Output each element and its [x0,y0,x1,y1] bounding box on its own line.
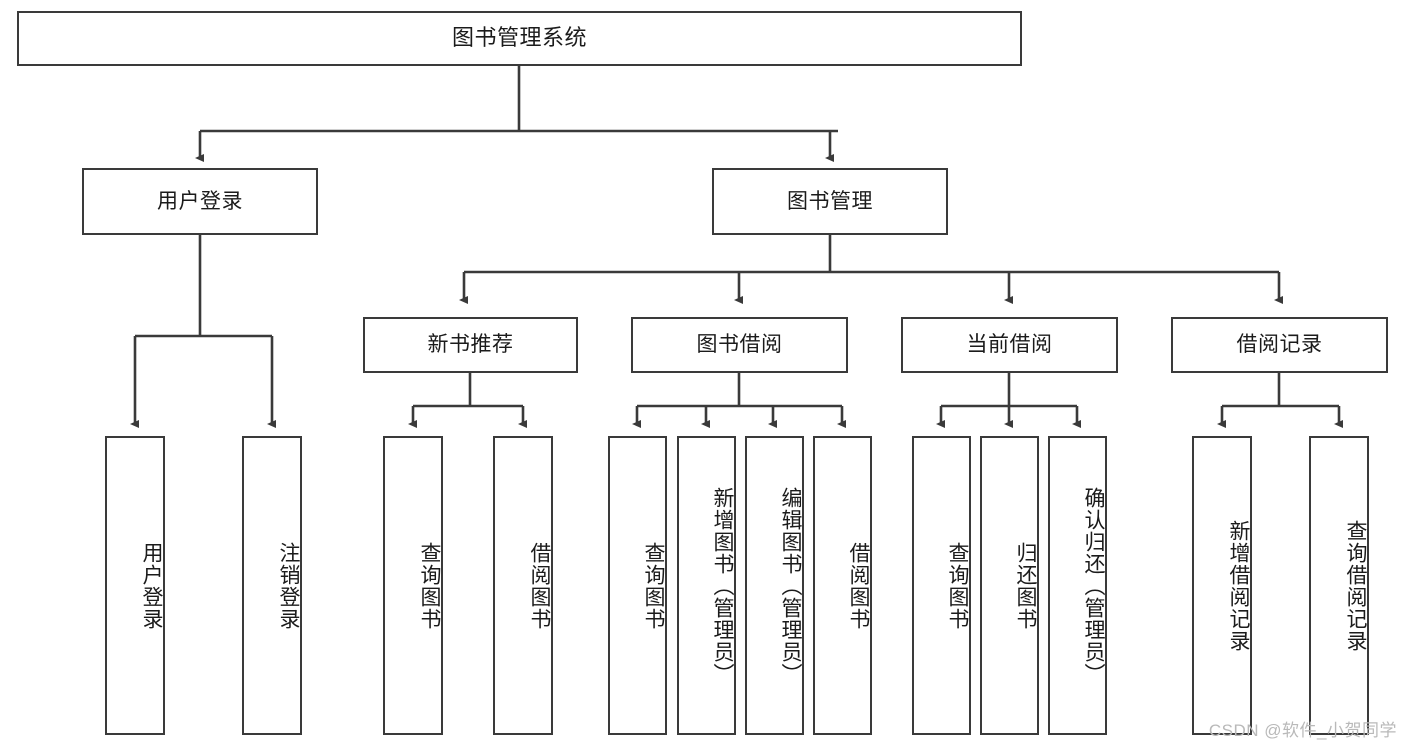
leaf-borrow-record-add[interactable]: 新增借阅记录 [1192,436,1252,735]
node-book-borrow-label: 图书借阅 [696,333,783,357]
leaf-new-book-query-label: 查询图书 [418,541,441,630]
csdn-watermark: CSDN @软件_小贺同学 [1208,721,1397,740]
node-root-label: 图书管理系统 [451,25,587,51]
leaf-current-borrow-confirm-label: 确认归还（管理员） [1082,486,1105,685]
node-current-borrow-label: 当前借阅 [966,333,1053,357]
node-borrow-record-label: 借阅记录 [1236,333,1323,357]
leaf-current-borrow-confirm[interactable]: 确认归还（管理员） [1048,436,1107,735]
leaf-book-borrow-edit-label: 编辑图书（管理员） [779,486,802,685]
leaf-user-login-login[interactable]: 用户登录 [105,436,165,735]
leaf-book-borrow-edit[interactable]: 编辑图书（管理员） [745,436,804,735]
leaf-book-borrow-borrow[interactable]: 借阅图书 [813,436,872,735]
node-new-book-recommend[interactable]: 新书推荐 [363,317,578,373]
leaf-current-borrow-query-label: 查询图书 [946,541,969,630]
leaf-current-borrow-return[interactable]: 归还图书 [980,436,1039,735]
leaf-borrow-record-add-label: 新增借阅记录 [1227,519,1250,652]
node-root-system[interactable]: 图书管理系统 [17,11,1022,66]
leaf-book-borrow-add[interactable]: 新增图书（管理员） [677,436,736,735]
leaf-borrow-record-query-label: 查询借阅记录 [1344,519,1367,652]
leaf-new-book-borrow[interactable]: 借阅图书 [493,436,553,735]
leaf-borrow-record-query[interactable]: 查询借阅记录 [1309,436,1369,735]
leaf-book-borrow-query[interactable]: 查询图书 [608,436,667,735]
leaf-user-login-logout[interactable]: 注销登录 [242,436,302,735]
node-book-borrow[interactable]: 图书借阅 [631,317,848,373]
node-book-management[interactable]: 图书管理 [712,168,948,235]
node-user-login[interactable]: 用户登录 [82,168,318,235]
leaf-book-borrow-add-label: 新增图书（管理员） [711,486,734,685]
node-new-book-recommend-label: 新书推荐 [427,333,514,357]
leaf-user-login-login-label: 用户登录 [140,541,163,630]
leaf-current-borrow-query[interactable]: 查询图书 [912,436,971,735]
node-book-management-label: 图书管理 [787,189,873,213]
leaf-user-login-logout-label: 注销登录 [277,541,300,630]
leaf-new-book-query[interactable]: 查询图书 [383,436,443,735]
leaf-book-borrow-query-label: 查询图书 [642,541,665,630]
node-user-login-label: 用户登录 [157,189,243,213]
node-current-borrow[interactable]: 当前借阅 [901,317,1118,373]
node-borrow-record[interactable]: 借阅记录 [1171,317,1388,373]
leaf-new-book-borrow-label: 借阅图书 [528,541,551,630]
leaf-current-borrow-return-label: 归还图书 [1014,541,1037,630]
leaf-book-borrow-borrow-label: 借阅图书 [847,541,870,630]
